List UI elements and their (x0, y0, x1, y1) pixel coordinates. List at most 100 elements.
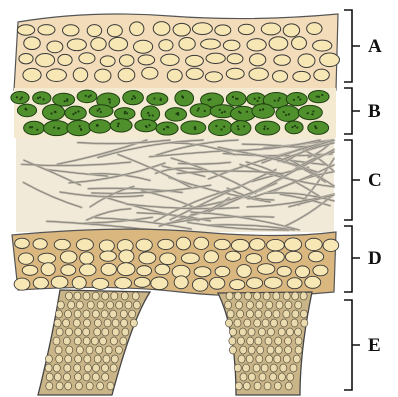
rhizine-cell (261, 364, 268, 372)
rhizine-cell (285, 346, 292, 354)
lower-cortex-cell (194, 237, 209, 249)
algal-dot (36, 129, 38, 131)
rhizine-cell (110, 337, 117, 345)
rhizine-cell (86, 346, 93, 354)
rhizine-cell (246, 355, 253, 363)
lower-cortex-cell (155, 264, 170, 275)
algal-dot (194, 128, 196, 130)
lower-cortex-cell (285, 251, 301, 262)
rhizine-cell (275, 346, 282, 354)
algal-dot (97, 109, 99, 111)
algal-dot (126, 112, 128, 114)
algal-dot (53, 126, 55, 128)
cortex-cell (100, 56, 115, 67)
rhizine-cell (115, 346, 122, 354)
algal-dot (204, 110, 206, 112)
algal-dot (197, 109, 199, 111)
cortex-cell (283, 24, 299, 37)
algal-dot (148, 114, 150, 116)
rhizine-cell (63, 337, 70, 345)
rhizine-cell (243, 364, 250, 372)
rhizine-cell (74, 292, 81, 300)
rhizine-cell (102, 292, 109, 300)
rhizine-cell (239, 328, 246, 336)
cortex-cell (161, 54, 179, 65)
layer-e-rhizines (38, 290, 312, 395)
rhizine-cell (285, 382, 292, 390)
algal-dot (108, 98, 110, 100)
lower-cortex-cell (15, 238, 30, 248)
rhizine-cell (283, 355, 290, 363)
algal-dot (74, 112, 76, 114)
cortex-cell (107, 25, 122, 37)
rhizine-cell (235, 382, 242, 390)
rhizine-cell (64, 310, 71, 318)
rhizine-cell (274, 382, 281, 390)
rhizine-cell (255, 337, 262, 345)
lower-cortex-cell (174, 276, 188, 289)
cortex-cell (261, 23, 280, 35)
rhizine-cell (295, 301, 302, 309)
algal-dot (175, 113, 177, 115)
rhizine-cell (227, 310, 234, 318)
rhizine-cell (264, 382, 271, 390)
rhizine-cell (273, 310, 280, 318)
cortex-cell (313, 40, 332, 51)
algal-cell (44, 121, 70, 136)
cortex-cell (142, 67, 158, 79)
cortex-cell (47, 41, 63, 53)
lower-cortex-cell (19, 253, 34, 264)
lower-cortex-cell (115, 277, 132, 288)
rhizine-cell (86, 382, 93, 390)
rhizine-cell (76, 346, 83, 354)
lower-cortex-cell (267, 239, 285, 250)
rhizine-cell (63, 373, 70, 381)
rhizine-cell (240, 373, 247, 381)
rhizine-cell (133, 301, 140, 309)
algal-dot (318, 96, 320, 98)
cortex-cell (167, 69, 182, 82)
rhizine-cell (45, 355, 52, 363)
rhizine-cell (246, 301, 253, 309)
algal-cell (181, 121, 206, 134)
rhizine-cell (87, 301, 94, 309)
rhizine-cell (280, 364, 287, 372)
cortex-cell (247, 39, 266, 51)
algal-dot (117, 125, 119, 127)
algal-cell (33, 92, 51, 105)
rhizine-cell (66, 346, 73, 354)
rhizine-cell (94, 319, 101, 327)
algal-dot (153, 97, 155, 99)
rhizine-cell (74, 373, 81, 381)
rhizine-cell (234, 319, 241, 327)
rhizine-cell (259, 373, 266, 381)
algal-dot (80, 129, 82, 131)
lower-cortex-cell (92, 278, 109, 289)
cortex-cell (118, 68, 135, 82)
algal-dot (66, 100, 68, 102)
rhizine-cell (276, 301, 283, 309)
lower-cortex-cell (38, 253, 56, 263)
algal-dot (72, 113, 74, 115)
rhizine-cell (92, 310, 99, 318)
rhizine-cell (56, 382, 63, 390)
rhizine-cell (94, 328, 101, 336)
rhizine-cell (284, 337, 291, 345)
algal-dot (311, 113, 313, 115)
rhizine-cell (110, 364, 117, 372)
lower-cortex-cell (33, 277, 48, 288)
rhizine-cell (54, 319, 61, 327)
rhizine-cell (236, 301, 243, 309)
cortex-cell (153, 22, 170, 36)
algal-dot (167, 126, 169, 128)
rhizine-cell (83, 373, 90, 381)
cortex-cell (223, 40, 240, 50)
algal-dot (182, 96, 184, 98)
rhizine-cell (92, 373, 99, 381)
cortex-cell (159, 40, 173, 51)
rhizine-cell (229, 346, 236, 354)
rhizine-cell (254, 292, 261, 300)
algal-dot (198, 107, 200, 109)
rhizine-cell (110, 310, 117, 318)
